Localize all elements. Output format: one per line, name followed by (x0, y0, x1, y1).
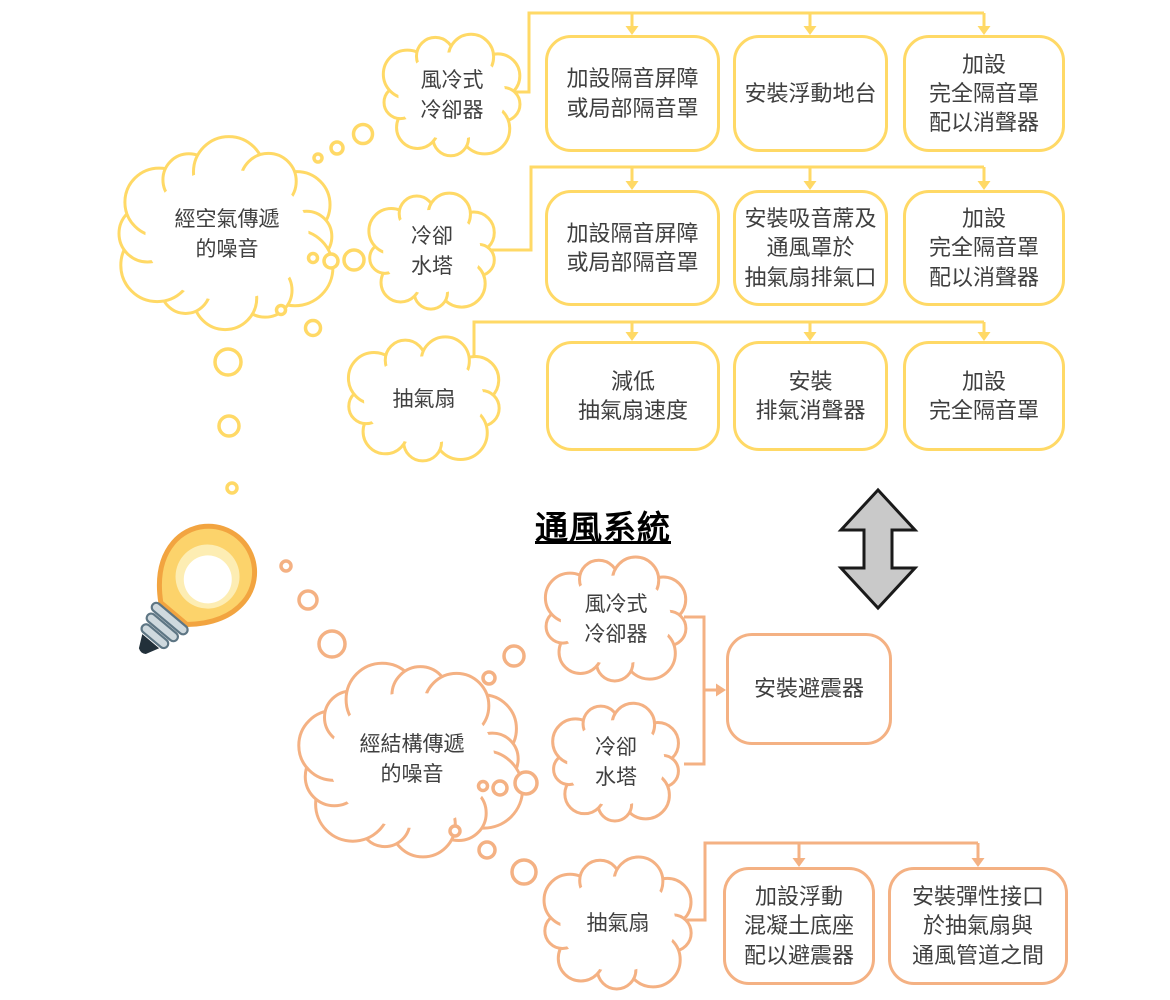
structure-connector-lines (684, 615, 985, 922)
airborne-thought-bubbles (213, 122, 375, 495)
measure-box-vibration-isolator: 安裝避震器 (726, 633, 892, 745)
cloud-airborne-chiller (381, 32, 522, 158)
structure-thought-bubbles (279, 559, 539, 886)
cloud-airborne-exhaust-fan (346, 335, 501, 463)
measure-box-air-tower-1: 加設隔音屏障 或局部隔音罩 (545, 190, 720, 306)
up-down-double-arrow-icon (837, 487, 919, 611)
measure-box-air-tower-3: 加設 完全隔音罩 配以消聲器 (903, 190, 1065, 306)
measure-box-air-chiller-3: 加設 完全隔音罩 配以消聲器 (903, 35, 1065, 152)
measure-box-air-chiller-1: 加設隔音屏障 或局部隔音罩 (545, 35, 720, 152)
measure-box-air-chiller-2: 安裝浮動地台 (733, 35, 888, 152)
cloud-structure-cooling-tower (551, 701, 680, 823)
measure-box-air-tower-2: 安裝吸音蓆及 通風罩於 抽氣扇排氣口 (733, 190, 888, 306)
measure-box-str-fan-1: 加設浮動 混凝土底座 配以避震器 (723, 867, 875, 985)
cloud-airborne-source (117, 135, 335, 332)
cloud-structure-exhaust-fan (542, 855, 693, 991)
measure-box-air-fan-2: 安裝 排氣消聲器 (733, 341, 888, 451)
lightbulb-icon (138, 523, 258, 655)
measure-box-str-fan-2: 安裝彈性接口 於抽氣扇與 通風管道之間 (888, 867, 1068, 985)
measure-box-air-fan-3: 加設 完全隔音罩 (903, 341, 1065, 451)
section-title: 通風系統 (535, 511, 671, 547)
cloud-structure-source (297, 661, 525, 859)
cloud-airborne-cooling-tower (367, 191, 496, 311)
cloud-structure-chiller (543, 555, 688, 683)
measure-box-air-fan-1: 減低 抽氣扇速度 (546, 341, 720, 451)
